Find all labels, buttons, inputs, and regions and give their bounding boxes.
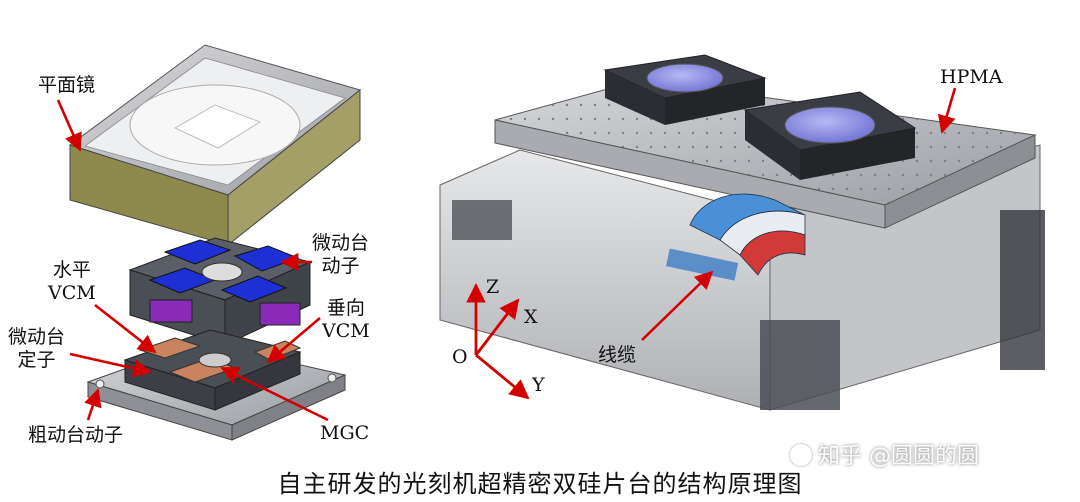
- axis-label-y: Y: [532, 374, 545, 396]
- right-arrows: [641, 87, 957, 341]
- label-horizontal-vcm: 水平 VCM: [48, 259, 96, 305]
- axis-label-origin: O: [452, 346, 468, 368]
- coarse-stage-base: [86, 329, 347, 441]
- watermark: 知乎 @圆圆的圆: [790, 438, 979, 470]
- label-fine-stage-stator-line1: 微动台: [8, 326, 66, 348]
- label-fine-stage-mover: 微动台 动子: [312, 232, 369, 278]
- label-mgc: MGC: [320, 422, 370, 444]
- figure-caption: 自主研发的光刻机超精密双硅片台的结构原理图: [277, 470, 803, 498]
- coordinate-axes: [466, 283, 530, 400]
- label-cable: 线缆: [598, 344, 637, 366]
- axis-label-x: X: [524, 306, 538, 328]
- plane-mirror: [68, 44, 362, 247]
- label-vertical-vcm: 垂向 VCM: [322, 297, 370, 343]
- label-plane-mirror: 平面镜: [38, 74, 96, 96]
- label-vertical-vcm-line2: VCM: [322, 320, 370, 342]
- fine-stage-mover: [128, 237, 312, 346]
- label-fine-stage-mover-line2: 动子: [321, 255, 360, 277]
- left-arrows: [56, 99, 329, 422]
- label-horizontal-vcm-line2: VCM: [48, 282, 96, 304]
- label-fine-stage-stator-line2: 定子: [17, 349, 56, 371]
- label-hpma: HPMA: [940, 66, 1003, 88]
- label-fine-stage-stator: 微动台 定子: [8, 326, 65, 372]
- watermark-text: 知乎 @圆圆的圆: [818, 444, 979, 469]
- label-horizontal-vcm-line1: 水平: [52, 259, 91, 281]
- label-coarse-stage-mover: 粗动台动子: [28, 424, 124, 446]
- label-vertical-vcm-line1: 垂向: [326, 297, 365, 319]
- axis-label-z: Z: [486, 276, 500, 298]
- wechat-icon: [790, 444, 812, 466]
- label-fine-stage-mover-line1: 微动台: [312, 232, 370, 254]
- dual-wafer-stage: [432, 54, 1058, 455]
